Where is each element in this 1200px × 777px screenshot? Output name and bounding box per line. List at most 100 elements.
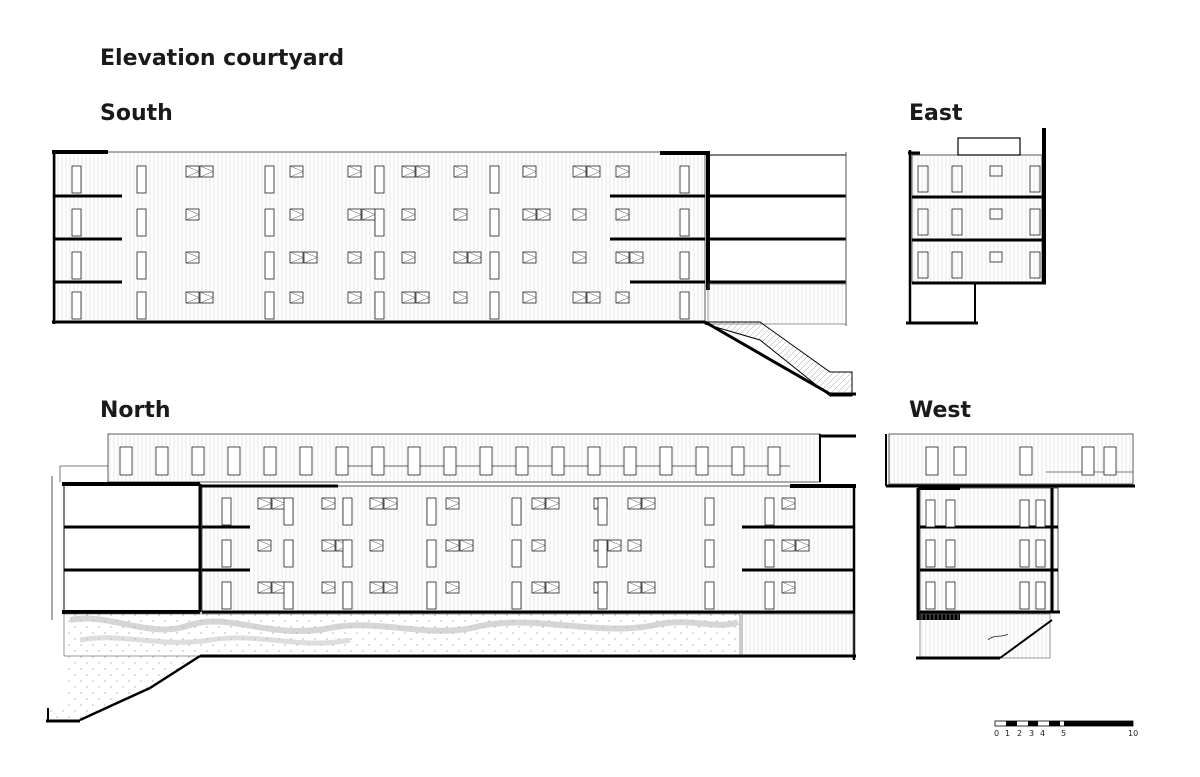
window [767, 446, 781, 476]
window [659, 446, 673, 476]
window [383, 581, 398, 594]
window-opening-line [401, 165, 416, 178]
window [586, 291, 601, 304]
window [459, 539, 474, 552]
scale-tick-label: 1 [1005, 729, 1010, 738]
window [347, 208, 362, 221]
window [407, 446, 421, 476]
window [342, 539, 353, 568]
window [453, 208, 468, 221]
window-opening-line [321, 581, 336, 594]
window [607, 539, 622, 552]
window [925, 581, 936, 610]
window [289, 251, 304, 264]
window [342, 581, 353, 610]
window-opening-line [781, 539, 796, 552]
window-opening-line [615, 251, 630, 264]
window [361, 208, 376, 221]
window-opening-line [572, 251, 587, 264]
window [155, 446, 169, 476]
window-opening-line [545, 581, 560, 594]
window-opening-line [199, 291, 214, 304]
window [136, 165, 147, 194]
drawing-title: Elevation courtyard [100, 46, 345, 71]
window [221, 539, 232, 568]
window [71, 208, 82, 237]
window [289, 291, 304, 304]
window [119, 446, 133, 476]
window [522, 251, 537, 264]
window [136, 208, 147, 237]
window-opening-line [415, 291, 430, 304]
window-opening-line [781, 581, 796, 594]
window-opening-line [415, 165, 430, 178]
window-opening-line [641, 497, 656, 510]
window [263, 446, 277, 476]
window-opening-line [257, 539, 272, 552]
window [257, 539, 272, 552]
window-opening-line [401, 208, 416, 221]
window [415, 291, 430, 304]
window-opening-line [627, 497, 642, 510]
window [347, 251, 362, 264]
window [587, 446, 601, 476]
window [257, 581, 272, 594]
window [731, 446, 745, 476]
window [522, 208, 537, 221]
window-opening-line [586, 291, 601, 304]
window [679, 251, 690, 280]
window-opening-line [453, 291, 468, 304]
window-opening-line [545, 497, 560, 510]
window [445, 497, 460, 510]
window-opening-line [321, 497, 336, 510]
east-elevation-label: East [909, 101, 963, 126]
south-elevation-label: South [100, 101, 173, 126]
window [522, 165, 537, 178]
window [321, 581, 336, 594]
window-opening-line [185, 208, 200, 221]
window [479, 446, 493, 476]
east-elevation [906, 128, 1046, 325]
north-elevation-label: North [100, 398, 171, 423]
window [1103, 446, 1117, 476]
window [641, 497, 656, 510]
window-opening-line [289, 291, 304, 304]
window [227, 446, 241, 476]
window [289, 165, 304, 178]
window-opening-line [459, 539, 474, 552]
window [586, 165, 601, 178]
west-elevation-label: West [909, 398, 972, 423]
scale-tick-label: 5 [1061, 729, 1066, 738]
window-opening-line [522, 208, 537, 221]
window-opening-line [369, 581, 384, 594]
window-opening-line [536, 208, 551, 221]
window-opening-line [445, 539, 460, 552]
window [374, 291, 385, 320]
window [401, 208, 416, 221]
window [597, 581, 608, 610]
window [426, 581, 437, 610]
window [522, 291, 537, 304]
window [283, 497, 294, 526]
window [185, 208, 200, 221]
window [136, 291, 147, 320]
window-opening-line [615, 165, 630, 178]
window [945, 499, 956, 528]
window [515, 446, 529, 476]
window-opening-line [572, 165, 587, 178]
scale-tick-label: 2 [1017, 729, 1022, 738]
window-opening-line [445, 497, 460, 510]
window [199, 165, 214, 178]
window [335, 446, 349, 476]
window [321, 539, 336, 552]
window-opening-line [629, 251, 644, 264]
window [1035, 581, 1046, 610]
window-opening-line [185, 251, 200, 264]
window-opening-line [615, 291, 630, 304]
window [71, 251, 82, 280]
window [374, 251, 385, 280]
window [445, 539, 460, 552]
window [615, 208, 630, 221]
window [531, 539, 546, 552]
